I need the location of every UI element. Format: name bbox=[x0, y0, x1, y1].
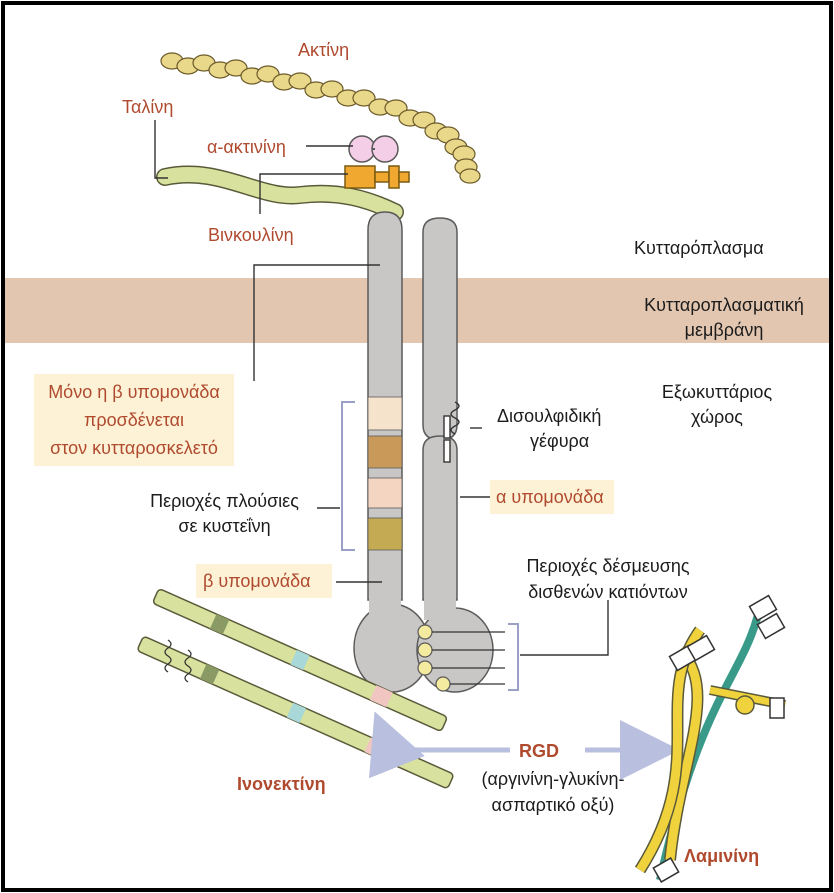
label-disulfide-line2: γέφυρα bbox=[530, 429, 589, 453]
label-talin: Ταλίνη bbox=[122, 95, 173, 119]
label-rgd-line1: (αργινίνη-γλυκίνη- bbox=[468, 767, 638, 791]
label-membrane-line2: μεμβράνη bbox=[614, 318, 834, 342]
label-only-beta-line3: στον κυτταροσκελετό bbox=[34, 436, 234, 460]
label-only-beta-line1: Μόνο η β υπομονάδα bbox=[34, 380, 234, 404]
label-vinculin: Βινκουλίνη bbox=[208, 223, 294, 247]
label-rgd-line2: ασπαρτικό οξύ) bbox=[468, 793, 638, 817]
cysteine-band bbox=[368, 436, 402, 468]
cysteine-band bbox=[368, 397, 402, 430]
label-extracellular-line2: χώρος bbox=[642, 405, 792, 429]
label-laminin: Λαμινίνη bbox=[684, 844, 759, 868]
label-cysteine-line1: Περιοχές πλούσιες bbox=[132, 489, 317, 513]
label-only-beta-line2: προσδένεται bbox=[34, 408, 234, 432]
label-membrane-line1: Κυτταροπλασματική bbox=[614, 293, 834, 317]
label-rgd: RGD bbox=[519, 739, 559, 763]
cysteine-band bbox=[368, 478, 402, 508]
label-fibronectin: Ινονεκτίνη bbox=[237, 772, 326, 796]
label-actin: Ακτίνη bbox=[298, 38, 349, 62]
label-extracellular-line1: Εξωκυττάριος bbox=[642, 380, 792, 404]
label-cytoplasm: Κυτταρόπλασμα bbox=[634, 236, 764, 260]
label-alpha-actinin: α-ακτινίνη bbox=[207, 135, 286, 159]
label-cysteine-line2: σε κυστεΐνη bbox=[132, 514, 317, 538]
label-cation-line1: Περιοχές δέσμευσης bbox=[508, 554, 708, 578]
cysteine-band bbox=[368, 518, 402, 550]
label-alpha-subunit: α υπομονάδα bbox=[496, 485, 604, 509]
label-cation-line2: δισθενών κατιόντων bbox=[508, 580, 708, 604]
label-beta-subunit: β υπομονάδα bbox=[203, 569, 311, 593]
label-disulfide-line1: Δισουλφιδική bbox=[497, 404, 601, 428]
